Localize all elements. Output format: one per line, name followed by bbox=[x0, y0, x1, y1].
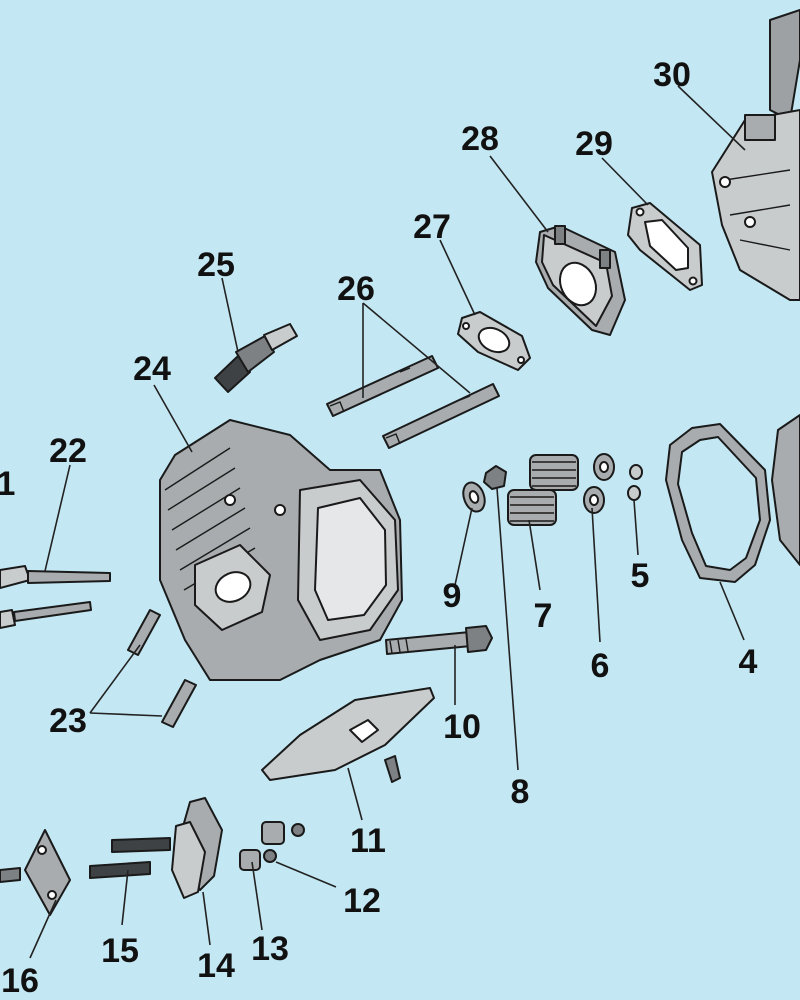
part-8-nut bbox=[483, 465, 507, 490]
part-22-valves bbox=[0, 565, 111, 629]
callout-29: 29 bbox=[575, 125, 613, 163]
part-14-rocker-arms bbox=[171, 797, 223, 899]
part-16-plate bbox=[0, 829, 71, 916]
callout-labels: 30 29 28 27 26 25 24 22 1 23 9 8 7 6 5 4… bbox=[0, 56, 758, 1000]
part-27-gasket bbox=[457, 311, 531, 371]
part-28-insulator-block bbox=[535, 225, 626, 336]
callout-28: 28 bbox=[461, 120, 499, 158]
callout-8: 8 bbox=[511, 773, 530, 811]
callout-9: 9 bbox=[443, 577, 462, 615]
part-24-cylinder-head bbox=[159, 419, 403, 681]
part-10-bolt bbox=[385, 625, 493, 655]
callout-5: 5 bbox=[631, 557, 650, 595]
leader-lines bbox=[29, 85, 746, 959]
callout-14: 14 bbox=[197, 947, 235, 985]
callout-23: 23 bbox=[49, 702, 87, 740]
part-30-carburetor bbox=[711, 9, 800, 301]
part-23-studs bbox=[127, 609, 197, 728]
callout-10: 10 bbox=[443, 708, 481, 746]
part-9-retainer bbox=[462, 481, 486, 513]
callout-22: 22 bbox=[49, 432, 87, 470]
callout-12: 12 bbox=[343, 882, 381, 920]
part-11-guide-plate bbox=[261, 687, 435, 783]
part-15-rocker-bolts bbox=[89, 837, 171, 879]
part-26-studs bbox=[326, 355, 500, 449]
part-4-gasket bbox=[665, 414, 800, 583]
callout-26: 26 bbox=[337, 270, 375, 308]
callout-25: 25 bbox=[197, 246, 235, 284]
callout-6: 6 bbox=[591, 647, 610, 685]
callout-27: 27 bbox=[413, 208, 451, 246]
callout-15: 15 bbox=[101, 932, 139, 970]
part-6-spring-retainers bbox=[583, 453, 615, 514]
callout-1: 1 bbox=[0, 465, 15, 503]
callout-11: 11 bbox=[350, 822, 386, 860]
part-5-valve-keepers bbox=[627, 464, 643, 501]
callout-16: 16 bbox=[1, 962, 39, 1000]
callout-7: 7 bbox=[534, 597, 553, 635]
part-29-gasket bbox=[627, 202, 703, 291]
part-25-spark-plug bbox=[214, 323, 298, 393]
part-12-13-pivots bbox=[239, 821, 305, 871]
callout-24: 24 bbox=[133, 350, 171, 388]
callout-30: 30 bbox=[653, 56, 691, 94]
callout-13: 13 bbox=[251, 930, 289, 968]
callout-4: 4 bbox=[739, 643, 758, 681]
part-7-valve-springs bbox=[507, 454, 579, 526]
